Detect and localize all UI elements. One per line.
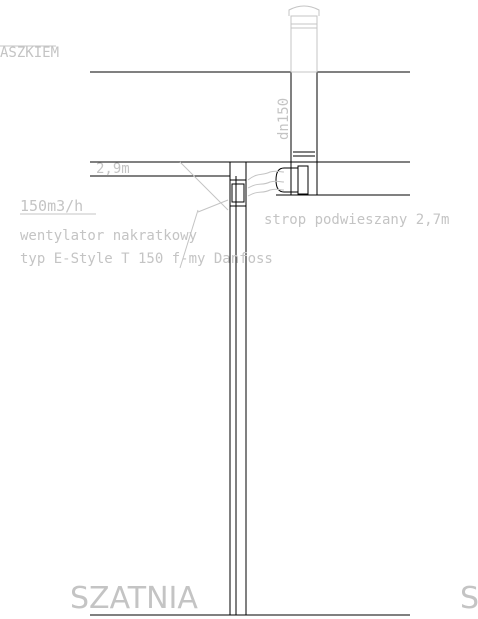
flex-line-2 [247,180,285,189]
wall-grille [229,179,247,207]
duct-cap-body [290,15,318,73]
fan-body [275,167,299,193]
level-mark: 2,9m [96,161,130,177]
flex-line-1 [247,170,285,181]
wall-grille-inner [231,183,245,203]
airflow-label: 150m3/h [20,197,83,215]
fan-type-label: typ E-Style T 150 f-my Danfoss [20,251,273,267]
duct-size-label: dn150 [276,98,292,140]
leader-line-fan [179,209,199,269]
fan-name-label: wentylator nakratkowy [20,228,197,244]
duct-cap-hood [288,5,320,16]
room-name-fragment-right: S [460,581,478,616]
fan-housing [297,165,309,195]
flex-line-3 [247,188,285,197]
text-labels: ASZKIEM 2,9m 150m3/h wentylator nakratko… [0,45,478,616]
room-name-label: SZATNIA [70,581,198,616]
structure-lines [90,71,410,616]
leader-line-fan-2 [197,199,229,213]
ceiling-note-label: strop podwieszany 2,7m [264,212,449,228]
leader-line-ceiling [179,161,229,211]
annotation-lines [0,5,320,269]
room-label-fragment-top: ASZKIEM [0,45,59,61]
